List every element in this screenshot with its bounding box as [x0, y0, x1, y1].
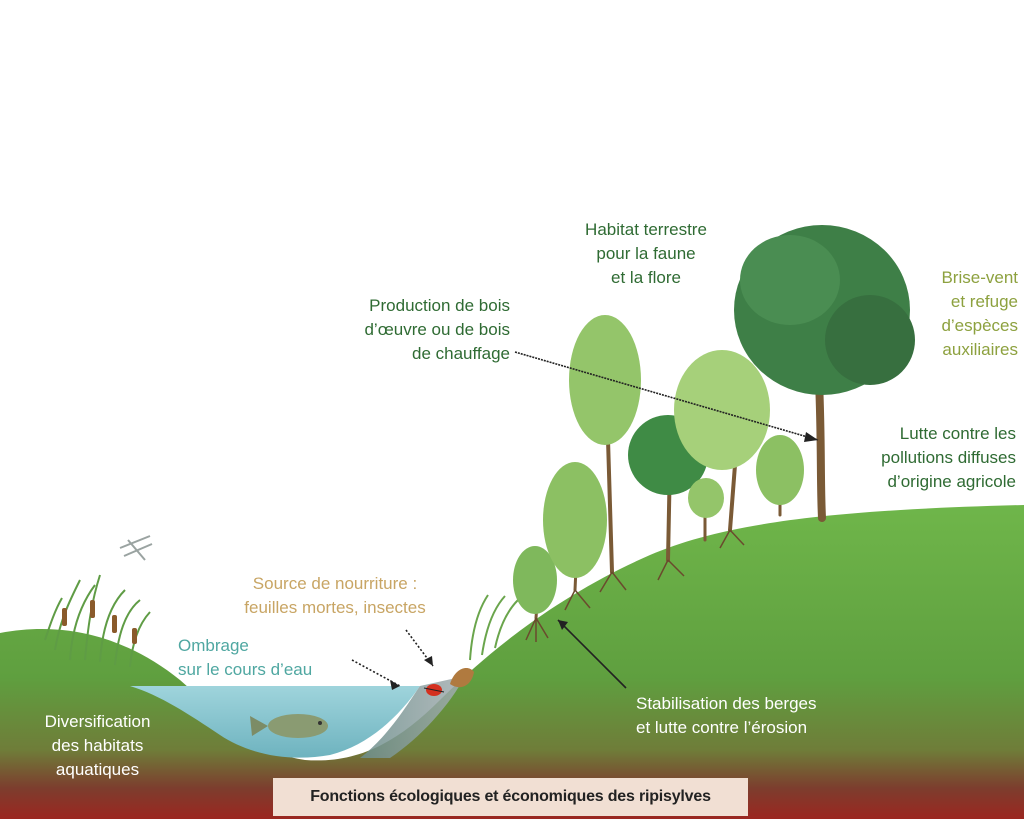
cattails	[62, 600, 137, 644]
insect-icon	[423, 684, 445, 696]
label-lutte-pollutions: Lutte contre les pollutions diffuses d’o…	[881, 424, 1016, 491]
label-diversification: Diversification des habitats aquatiques	[44, 712, 151, 779]
tree-roots	[525, 529, 745, 642]
label-brise-vent: Brise-vent et refuge d’espèces auxiliair…	[941, 268, 1018, 359]
label-source-nourriture: Source de nourriture : feuilles mortes, …	[244, 574, 426, 617]
fish-icon	[250, 714, 328, 738]
label-stabilisation: Stabilisation des berges et lutte contre…	[636, 694, 817, 737]
river-bank-rock	[360, 676, 465, 758]
arrow-production	[514, 351, 819, 441]
tree-canopies	[513, 225, 915, 614]
dragonfly-icon	[119, 535, 153, 561]
label-production-bois: Production de bois d’œuvre ou de bois de…	[364, 296, 510, 363]
label-habitat-terrestre: Habitat terrestre pour la faune et la fl…	[585, 220, 707, 287]
figure-caption: Fonctions écologiques et économiques des…	[273, 778, 748, 816]
label-ombrage: Ombrage sur le cours d’eau	[178, 636, 313, 679]
ground	[0, 505, 1024, 819]
arrow-heads	[390, 432, 818, 690]
dead-leaf-icon	[450, 668, 474, 688]
reeds-bank	[469, 594, 519, 661]
arrow-stabilisation	[557, 619, 627, 689]
